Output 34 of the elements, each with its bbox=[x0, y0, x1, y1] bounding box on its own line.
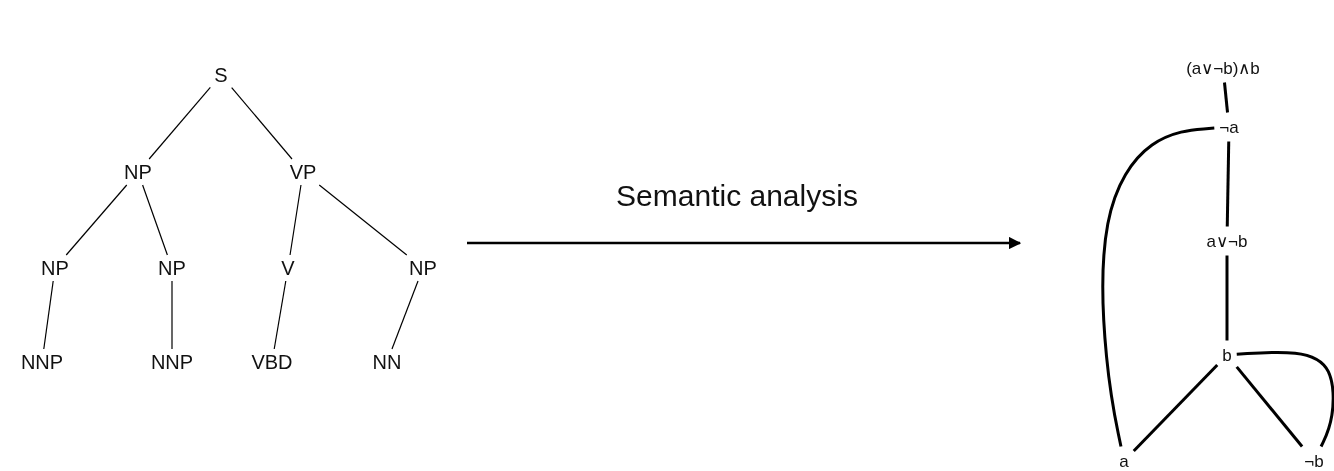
connector-line bbox=[318, 184, 408, 256]
connector-line bbox=[43, 280, 54, 350]
connector-line bbox=[273, 280, 287, 350]
node-label: (a∨¬b)∧b bbox=[1181, 53, 1265, 83]
connector-line bbox=[1101, 126, 1215, 447]
connector-line bbox=[289, 184, 302, 256]
node-label: VP bbox=[285, 159, 321, 185]
connector-line bbox=[231, 87, 293, 160]
node-label: NNP bbox=[146, 349, 198, 375]
connector-line bbox=[1235, 365, 1304, 448]
connector-line bbox=[391, 280, 419, 350]
connector-line bbox=[148, 86, 211, 160]
node-label: S bbox=[210, 62, 232, 88]
node-label: a bbox=[1114, 446, 1134, 471]
node-label: b bbox=[1217, 340, 1237, 370]
node-label: VBD bbox=[247, 349, 297, 375]
node-label: NP bbox=[120, 159, 156, 185]
node-label: NP bbox=[37, 255, 73, 281]
connector-line bbox=[142, 184, 168, 256]
node-label: NP bbox=[154, 255, 190, 281]
connector-line bbox=[171, 280, 173, 350]
connector-line bbox=[1236, 350, 1334, 448]
node-label: a∨¬b bbox=[1201, 226, 1253, 256]
node-label: ¬b bbox=[1299, 446, 1329, 471]
connector-line bbox=[65, 184, 128, 256]
node-label: NP bbox=[405, 255, 441, 281]
connector-line bbox=[1222, 82, 1230, 113]
connector-line bbox=[1132, 363, 1219, 453]
connector-line bbox=[1225, 141, 1231, 227]
node-label: NN bbox=[368, 349, 406, 375]
node-label: NNP bbox=[16, 349, 68, 375]
node-label: ¬a bbox=[1214, 112, 1244, 142]
connector-line bbox=[1225, 255, 1229, 341]
node-label: V bbox=[277, 255, 299, 281]
